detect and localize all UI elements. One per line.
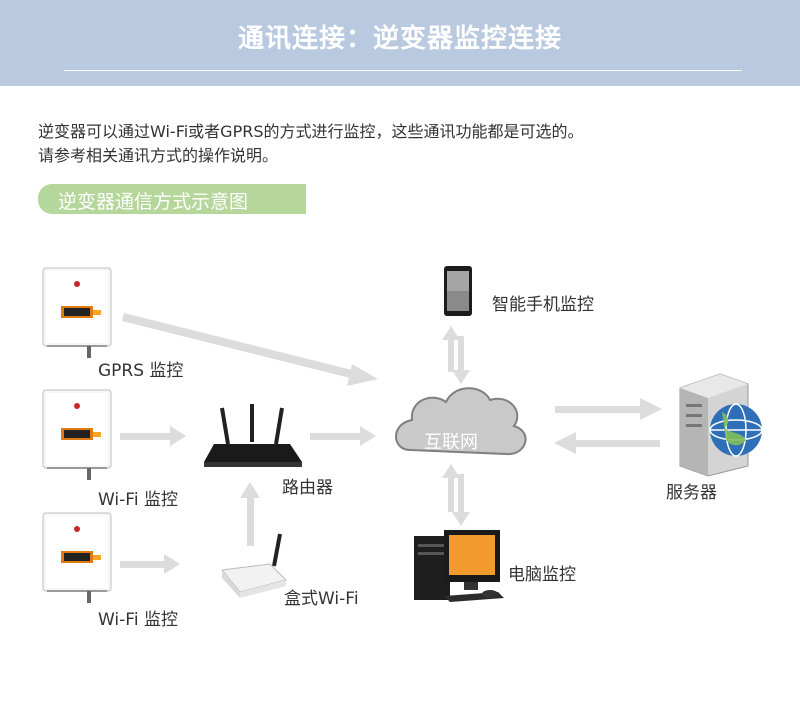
- inverter-wifi-2: [42, 512, 112, 604]
- box-wifi-icon: [221, 533, 287, 598]
- router-icon: [204, 404, 302, 467]
- arrow-phone-internet: [442, 326, 470, 384]
- intro-text: 逆变器可以通过Wi-Fi或者GPRS的方式进行监控，这些通讯功能都是可选的。 请…: [38, 120, 584, 168]
- section-heading-label: 逆变器通信方式示意图: [58, 191, 249, 213]
- arrow-internet-pc: [442, 464, 470, 526]
- header-divider: [64, 70, 742, 71]
- server-icon: [679, 373, 763, 477]
- arrow-inverter3-to-boxwifi: [120, 554, 180, 574]
- arrow-boxwifi-to-router: [240, 482, 260, 546]
- smartphone-icon: [444, 266, 472, 316]
- intro-line-2: 请参考相关通讯方式的操作说明。: [38, 146, 279, 165]
- arrow-router-to-internet: [310, 426, 376, 446]
- page-title: 通讯连接：逆变器监控连接: [237, 24, 562, 54]
- label-smartphone-monitoring: 智能手机监控: [492, 295, 594, 315]
- label-wifi-monitoring-1: Wi-Fi 监控: [98, 490, 178, 510]
- label-pc-monitoring: 电脑监控: [508, 565, 576, 585]
- arrow-server-to-internet: [554, 432, 660, 454]
- desktop-computer-icon: [414, 530, 504, 602]
- inverter-gprs: [42, 267, 112, 359]
- label-server: 服务器: [666, 483, 717, 503]
- inverter-wifi-1: [42, 389, 112, 481]
- label-router: 路由器: [282, 478, 333, 498]
- label-box-wifi: 盒式Wi-Fi: [284, 589, 359, 609]
- intro-line-1: 逆变器可以通过Wi-Fi或者GPRS的方式进行监控，这些通讯功能都是可选的。: [38, 122, 584, 141]
- arrow-inverter2-to-router: [120, 426, 186, 446]
- label-gprs-monitoring: GPRS 监控: [98, 361, 184, 381]
- label-wifi-monitoring-2: Wi-Fi 监控: [98, 610, 178, 630]
- internet-cloud-icon: [395, 387, 527, 456]
- arrow-gprs-to-internet: [122, 313, 378, 386]
- label-internet: 互联网: [424, 432, 478, 453]
- header-banner: 通讯连接：逆变器监控连接: [0, 0, 800, 86]
- section-heading: 逆变器通信方式示意图: [38, 184, 306, 214]
- arrow-internet-to-server: [555, 398, 662, 420]
